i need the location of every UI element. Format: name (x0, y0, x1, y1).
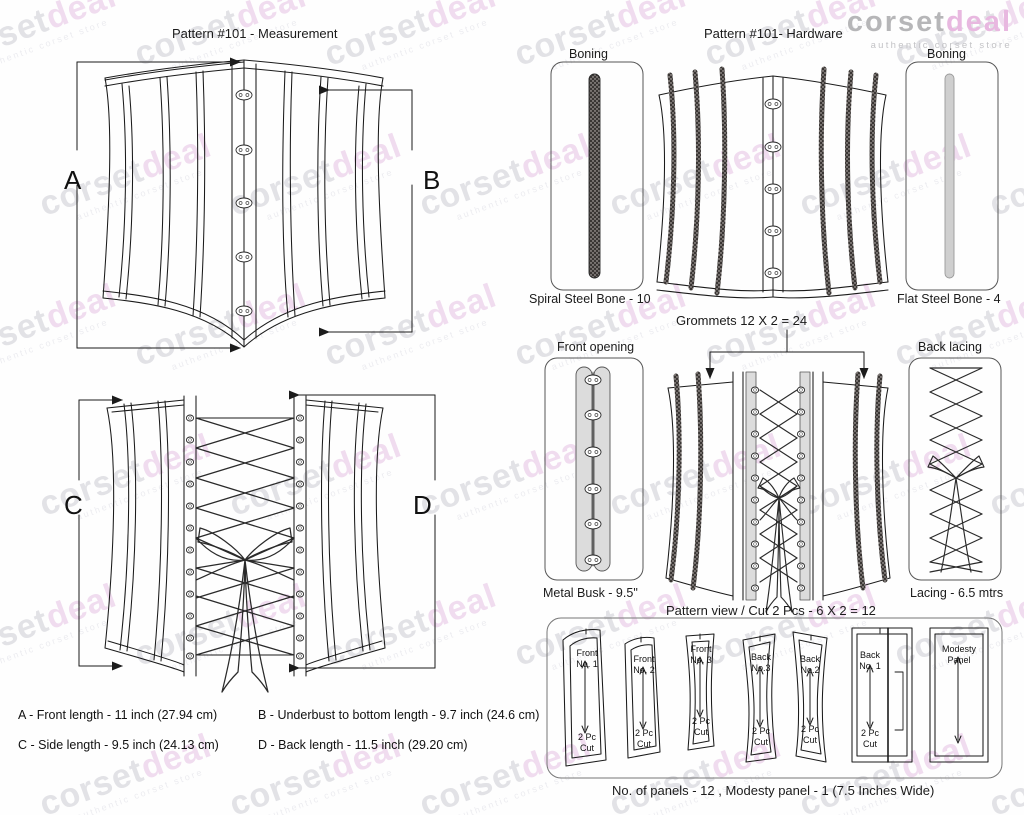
spiral-bones-overlay (663, 66, 883, 296)
measurement-c: C - Side length - 9.5 inch (24.13 cm) (18, 738, 219, 752)
caption-flat-steel-bone: Flat Steel Bone - 4 (897, 292, 1001, 306)
caption-lacing: Lacing - 6.5 mtrs (910, 586, 1004, 600)
right-panel-title: Pattern #101- Hardware (704, 26, 843, 41)
spiral-bones-grommets-view (668, 371, 888, 591)
piece-label-6: Back No. 1 (859, 650, 881, 671)
pattern-piece-6 (851, 627, 913, 763)
logo-tagline: authentic corset store (870, 40, 1012, 51)
pattern-notches (585, 627, 881, 643)
pattern-view-footer: No. of panels - 12 , Modesty panel - 1 (… (612, 783, 935, 798)
piece-label-4: Back No.3 (750, 652, 771, 673)
piece-cut-4: 2 Pc Cut (751, 726, 770, 747)
corset-grommets-view (665, 371, 891, 601)
measurement-d: D - Back length - 11.5 inch (29.20 cm) (258, 738, 468, 752)
left-panel-title: Pattern #101 - Measurement (172, 26, 338, 41)
logo-text-secondary: deal (945, 6, 1012, 38)
pattern-piece-2 (624, 636, 661, 759)
corset-front-view (102, 59, 386, 348)
lacing-crisscross-grommets-view (757, 389, 801, 613)
front-opening-title: Front opening (557, 340, 635, 354)
pattern-view-title: Pattern view / Cut 2 Pcs - 6 X 2 = 12 (666, 603, 876, 618)
back-lacing-title: Back lacing (918, 340, 982, 354)
pattern-piece-1 (562, 629, 607, 767)
boning-box-right (905, 61, 999, 291)
boning-box-left (550, 61, 644, 291)
pattern-piece-4 (742, 633, 777, 763)
piece-label-7: Modesty Panel (941, 644, 976, 665)
dimension-label-b: B (423, 165, 441, 195)
caption-metal-busk: Metal Busk - 9.5" (543, 586, 638, 600)
measurement-a: A - Front length - 11 inch (27.94 cm) (18, 708, 218, 722)
piece-label-2: Front No. 2 (633, 654, 655, 675)
dimension-label-d: D (413, 490, 432, 520)
brand-logo: corsetdeal authentic corset store (847, 6, 1012, 51)
piece-label-3: Front No. 3 (690, 644, 712, 665)
dimension-lines-ab (76, 57, 413, 353)
dimension-label-a: A (64, 165, 82, 195)
lacing-crisscross-back-view (195, 417, 295, 693)
dimension-label-c: C (64, 490, 83, 520)
grommets-callout-bracket (705, 329, 869, 379)
pattern-piece-5 (792, 631, 828, 763)
boning-left-title: Boning (569, 47, 608, 61)
caption-grommets: Grommets 12 X 2 = 24 (676, 313, 808, 328)
piece-cut-5: 2 Pc Cut (800, 724, 819, 745)
piece-cut-2: 2 Pc Cut (634, 728, 653, 749)
piece-label-1: Front No. 1 (576, 648, 598, 669)
back-lacing-box (908, 357, 1002, 581)
caption-spiral-steel-bone: Spiral Steel Bone - 10 (529, 292, 651, 306)
piece-label-5: Back No.2 (799, 654, 820, 675)
grainline-arrowheads (581, 656, 962, 744)
grommets-back-view (185, 414, 305, 660)
pattern-view-container (546, 617, 1003, 779)
dimension-lines-cd (78, 390, 436, 673)
piece-cut-1: 2 Pc Cut (577, 732, 596, 753)
pattern-piece-3 (685, 633, 715, 751)
grainline-arrows (584, 659, 959, 741)
logo-text-primary: corset (846, 6, 946, 38)
piece-cut-6: 2 Pc Cut (860, 728, 879, 749)
pattern-piece-7 (929, 627, 989, 763)
measurement-b: B - Underbust to bottom length - 9.7 inc… (258, 708, 540, 722)
corset-back-view (104, 395, 386, 677)
piece-cut-3: 2 Pc Cut (691, 716, 710, 737)
front-opening-box (544, 357, 644, 581)
boning-right-title: Boning (927, 47, 966, 61)
